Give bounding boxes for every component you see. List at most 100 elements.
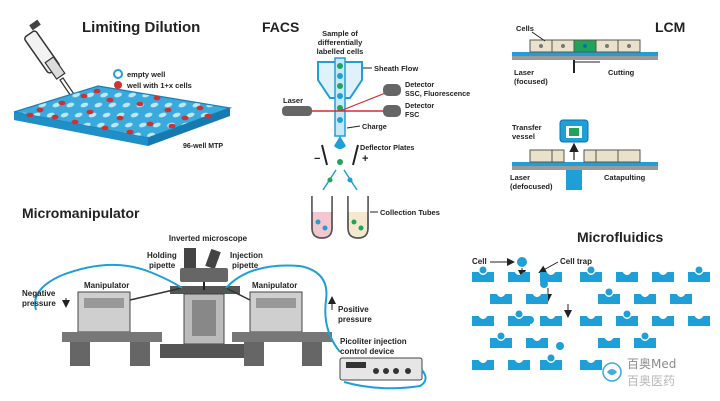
positive-pressure-label: Positive [338, 305, 369, 314]
laser-focused-label: Laser [514, 68, 534, 77]
trapped-cell [641, 332, 649, 340]
trapped-cell [497, 332, 505, 340]
tubing-left [34, 263, 183, 311]
injection-pipette-label: Injection [230, 251, 263, 260]
filled-wells [26, 88, 212, 135]
picoliter-sublabel: control device [340, 347, 395, 356]
cell-trap [490, 338, 512, 348]
facs-sample-label-3: labelled cells [317, 47, 364, 56]
laser-defocused-sublabel: (defocused) [510, 182, 553, 191]
cell-trap [580, 316, 602, 326]
holding-pipette-sublabel: pipette [149, 261, 176, 270]
watermark-text-1: 百奥Med [627, 357, 676, 371]
detector-1-sublabel: SSC, Fluorescence [405, 89, 470, 98]
cell-trap [616, 316, 638, 326]
cell-label: Cell [472, 257, 487, 266]
sheath-flow-label: Sheath Flow [374, 64, 418, 73]
microfluidics-panel: Microfluidics Cell Cell trap [472, 229, 710, 370]
cell-trap [580, 360, 602, 370]
cell-trap [508, 272, 530, 282]
plate-label: 96-well MTP [183, 143, 223, 150]
cell-trap [508, 316, 530, 326]
sample-cells [337, 63, 343, 123]
cell-trap [540, 272, 562, 282]
cell-trap [670, 294, 692, 304]
catapulting-label: Catapulting [604, 173, 646, 182]
cell-trap [598, 294, 620, 304]
laser-defocused-label: Laser [510, 173, 530, 182]
transfer-label: Transfer [512, 123, 542, 132]
filled-well-legend-icon [114, 81, 122, 89]
deflector-plate-left [321, 144, 328, 166]
cell-trap [472, 360, 494, 370]
inverted-microscope-label: Inverted microscope [169, 234, 248, 243]
lcm-title: LCM [655, 19, 685, 35]
facs-laser-label: Laser [283, 96, 303, 105]
free-cell-icon [517, 257, 527, 267]
legend-filled-well: well with 1+x cells [126, 81, 192, 90]
cell-trap [540, 316, 562, 326]
cell-trap [526, 338, 548, 348]
micromanipulator-panel: Micromanipulator Inverted microscope Hol… [22, 205, 427, 390]
defocused-laser-icon [566, 170, 582, 190]
cell-trap [490, 294, 512, 304]
watermark: 百奥Med 百奥医药 [602, 357, 676, 388]
cell-trap [652, 272, 674, 282]
cell-trap [688, 316, 710, 326]
laser-icon [282, 106, 312, 116]
negative-pressure-label: Negative [22, 289, 56, 298]
lcm-panel: LCM Cells Laser (focused) Cutting Transf… [510, 19, 685, 191]
micromanipulator-title: Micromanipulator [22, 205, 140, 221]
detector-1-label: Detector [405, 80, 434, 89]
detector-2-sublabel: FSC [405, 110, 419, 119]
laser-focused-sublabel: (focused) [514, 77, 548, 86]
transfer-sublabel: vessel [512, 132, 535, 141]
deflector-label: Deflector Plates [360, 143, 414, 152]
tissue-cells-top [529, 39, 641, 53]
microscope-icon [160, 248, 250, 358]
manipulator-right [225, 287, 332, 366]
limiting-dilution-panel: Limiting Dilution [13, 19, 233, 150]
manipulator-left-label: Manipulator [84, 281, 129, 290]
detector-2-label: Detector [405, 101, 434, 110]
watermark-text-2: 百奥医药 [627, 374, 675, 388]
trapped-cell [479, 266, 487, 274]
cell-trap [580, 272, 602, 282]
cell-trap [652, 316, 674, 326]
cell-trap [472, 316, 494, 326]
detector-ssc-icon [383, 84, 401, 96]
trapped-cell [623, 310, 631, 318]
trapped-cell [695, 266, 703, 274]
plus-sign: + [362, 153, 368, 165]
deflector-plate-right [352, 144, 359, 166]
empty-well-legend-icon [113, 69, 123, 79]
cutting-label: Cutting [608, 68, 635, 77]
limiting-dilution-title: Limiting Dilution [82, 19, 200, 36]
cell-trap [472, 272, 494, 282]
collection-tubes-label: Collection Tubes [380, 208, 440, 217]
charged-droplet [334, 136, 346, 149]
cell-trap [634, 338, 656, 348]
cell-trap-array [472, 266, 710, 370]
cell-trap [634, 294, 656, 304]
trapped-cell [515, 310, 523, 318]
injection-pipette-sublabel: pipette [232, 261, 259, 270]
charge-label: Charge [362, 122, 387, 131]
cell-trap [616, 272, 638, 282]
microfluidics-title: Microfluidics [577, 229, 664, 245]
cell-trap [688, 272, 710, 282]
tubing-right [225, 264, 341, 353]
positive-pressure-sublabel: pressure [338, 315, 372, 324]
cell-trap-label: Cell trap [560, 257, 592, 266]
tissue-cells-bottom [529, 149, 641, 163]
facs-title: FACS [262, 19, 299, 35]
detector-fsc-icon [383, 105, 401, 117]
manipulator-left [62, 287, 183, 366]
trapped-cell [605, 288, 613, 296]
cell-trap [598, 338, 620, 348]
manipulator-right-label: Manipulator [252, 281, 297, 290]
facs-panel: FACS Sample of differentially labelled c… [262, 19, 470, 239]
facs-sample-label-1: Sample of [322, 29, 358, 38]
cell-trap [540, 360, 562, 370]
